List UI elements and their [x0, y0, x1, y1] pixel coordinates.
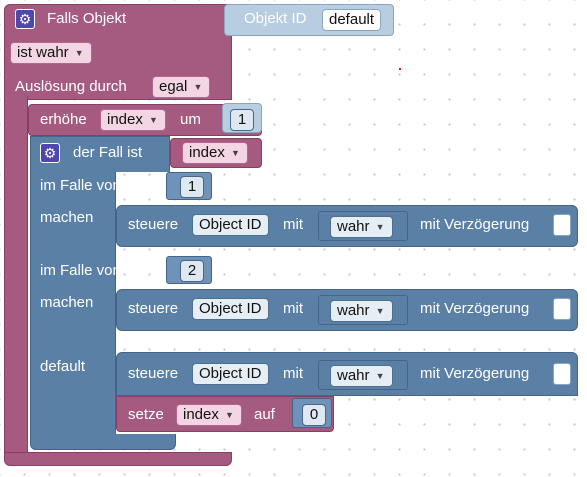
dropdown-caret-icon: ▼	[375, 222, 385, 232]
switch-label: der Fall ist	[73, 144, 143, 161]
case-2-do-label: machen	[40, 294, 94, 311]
default-delay-label: mit Verzögerung	[420, 365, 530, 382]
dropdown-caret-icon: ▼	[74, 48, 84, 58]
set-variable-dropdown[interactable]: index ▼	[176, 404, 242, 426]
set-variable: index	[183, 406, 219, 423]
case-2-action-value: wahr	[337, 302, 370, 319]
default-with-label: mit	[283, 365, 303, 382]
trigger-value: egal	[159, 78, 188, 95]
switch-block-header[interactable]	[30, 136, 170, 172]
object-id-label: Objekt ID	[244, 10, 307, 27]
case-1-delay-checkbox[interactable]	[553, 214, 571, 236]
increment-label: erhöhe	[40, 111, 87, 128]
switch-block-footer	[30, 434, 176, 450]
dropdown-caret-icon: ▼	[230, 148, 240, 158]
object-id-value[interactable]: default	[322, 9, 382, 31]
case-2-action-label: steuere	[128, 300, 179, 317]
increment-by-label: um	[180, 111, 201, 128]
set-label: setze	[128, 406, 164, 423]
cursor-marker	[399, 68, 401, 70]
case-2-value[interactable]: 2	[180, 260, 204, 282]
case-1-value-dropdown[interactable]: wahr ▼	[330, 216, 393, 238]
increment-variable-dropdown[interactable]: index ▼	[100, 109, 166, 131]
switch-variable-dropdown[interactable]: index ▼	[182, 142, 248, 164]
case-2-label: im Falle von	[40, 262, 121, 279]
gear-icon[interactable]: ⚙	[40, 143, 60, 163]
case-1-action-value: wahr	[337, 218, 370, 235]
dropdown-caret-icon: ▼	[148, 115, 158, 125]
switch-block-left-arm	[30, 136, 116, 450]
default-object-field[interactable]: Object ID	[192, 363, 269, 385]
increment-variable: index	[107, 111, 143, 128]
condition-dropdown[interactable]: ist wahr ▼	[10, 42, 92, 64]
case-1-delay-label: mit Verzögerung	[420, 216, 530, 233]
case-2-delay-label: mit Verzögerung	[420, 300, 530, 317]
dropdown-caret-icon: ▼	[375, 306, 385, 316]
trigger-label: Auslösung durch	[15, 78, 127, 95]
default-delay-checkbox[interactable]	[553, 363, 571, 385]
switch-variable: index	[189, 144, 225, 161]
case-1-value[interactable]: 1	[180, 176, 204, 198]
case-1-action-label: steuere	[128, 216, 179, 233]
set-to-label: auf	[254, 406, 275, 423]
default-action-value: wahr	[337, 367, 370, 384]
trigger-dropdown[interactable]: egal ▼	[152, 76, 211, 98]
dropdown-caret-icon: ▼	[224, 410, 234, 420]
increment-amount[interactable]: 1	[230, 109, 254, 131]
event-block-left-arm	[4, 96, 28, 456]
default-value-dropdown[interactable]: wahr ▼	[330, 365, 393, 387]
case-2-value-dropdown[interactable]: wahr ▼	[330, 300, 393, 322]
default-label: default	[40, 358, 86, 375]
dropdown-caret-icon: ▼	[193, 82, 203, 92]
case-2-delay-checkbox[interactable]	[553, 298, 571, 320]
condition-value: ist wahr	[17, 44, 69, 61]
event-title: Falls Objekt	[47, 10, 127, 27]
gear-icon[interactable]: ⚙	[15, 9, 35, 29]
default-action-label: steuere	[128, 365, 179, 382]
case-1-do-label: machen	[40, 209, 94, 226]
set-value[interactable]: 0	[302, 404, 326, 426]
case-2-object-field[interactable]: Object ID	[192, 298, 269, 320]
dropdown-caret-icon: ▼	[375, 371, 385, 381]
case-2-with-label: mit	[283, 300, 303, 317]
case-1-label: im Falle von	[40, 177, 121, 194]
case-1-object-field[interactable]: Object ID	[192, 214, 269, 236]
case-1-with-label: mit	[283, 216, 303, 233]
event-block-footer	[4, 452, 232, 466]
